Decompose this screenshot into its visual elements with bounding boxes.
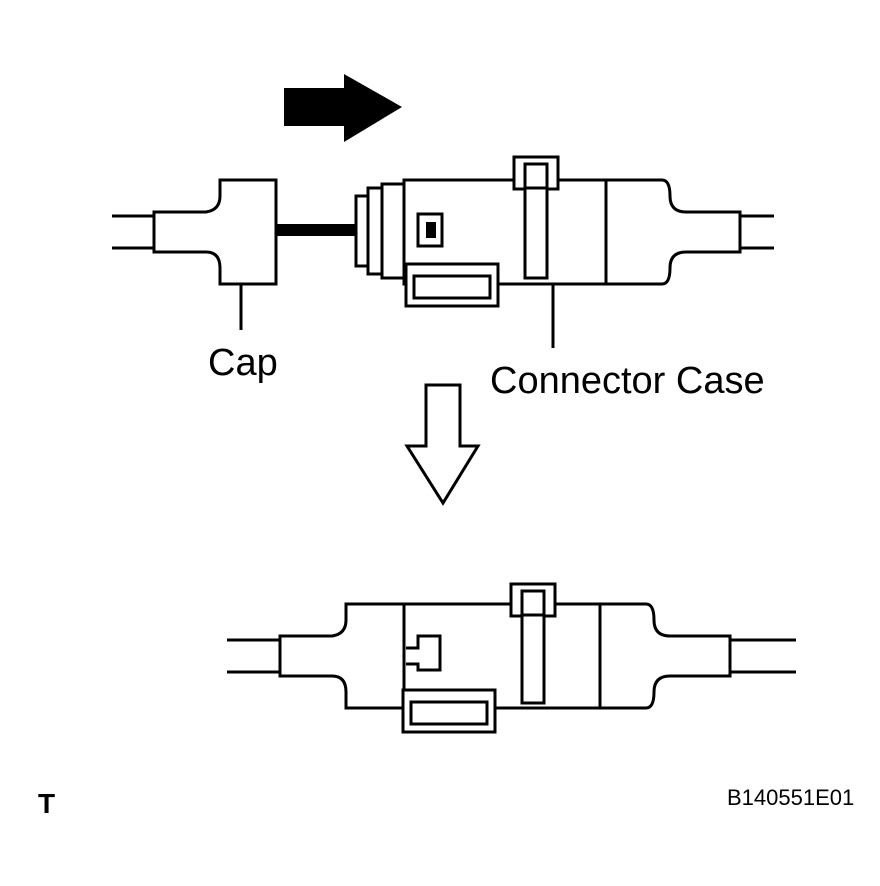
assembled-connector — [227, 582, 796, 734]
connector-case-part — [354, 155, 774, 348]
cap-label: Cap — [208, 342, 278, 384]
result-arrow-icon — [404, 383, 481, 506]
corner-mark: T — [38, 788, 56, 819]
connector-case-label: Connector Case — [490, 360, 765, 402]
cap-part — [112, 178, 278, 330]
push-direction-arrow-icon — [284, 74, 402, 142]
figure-id: B140551E01 — [727, 785, 855, 810]
